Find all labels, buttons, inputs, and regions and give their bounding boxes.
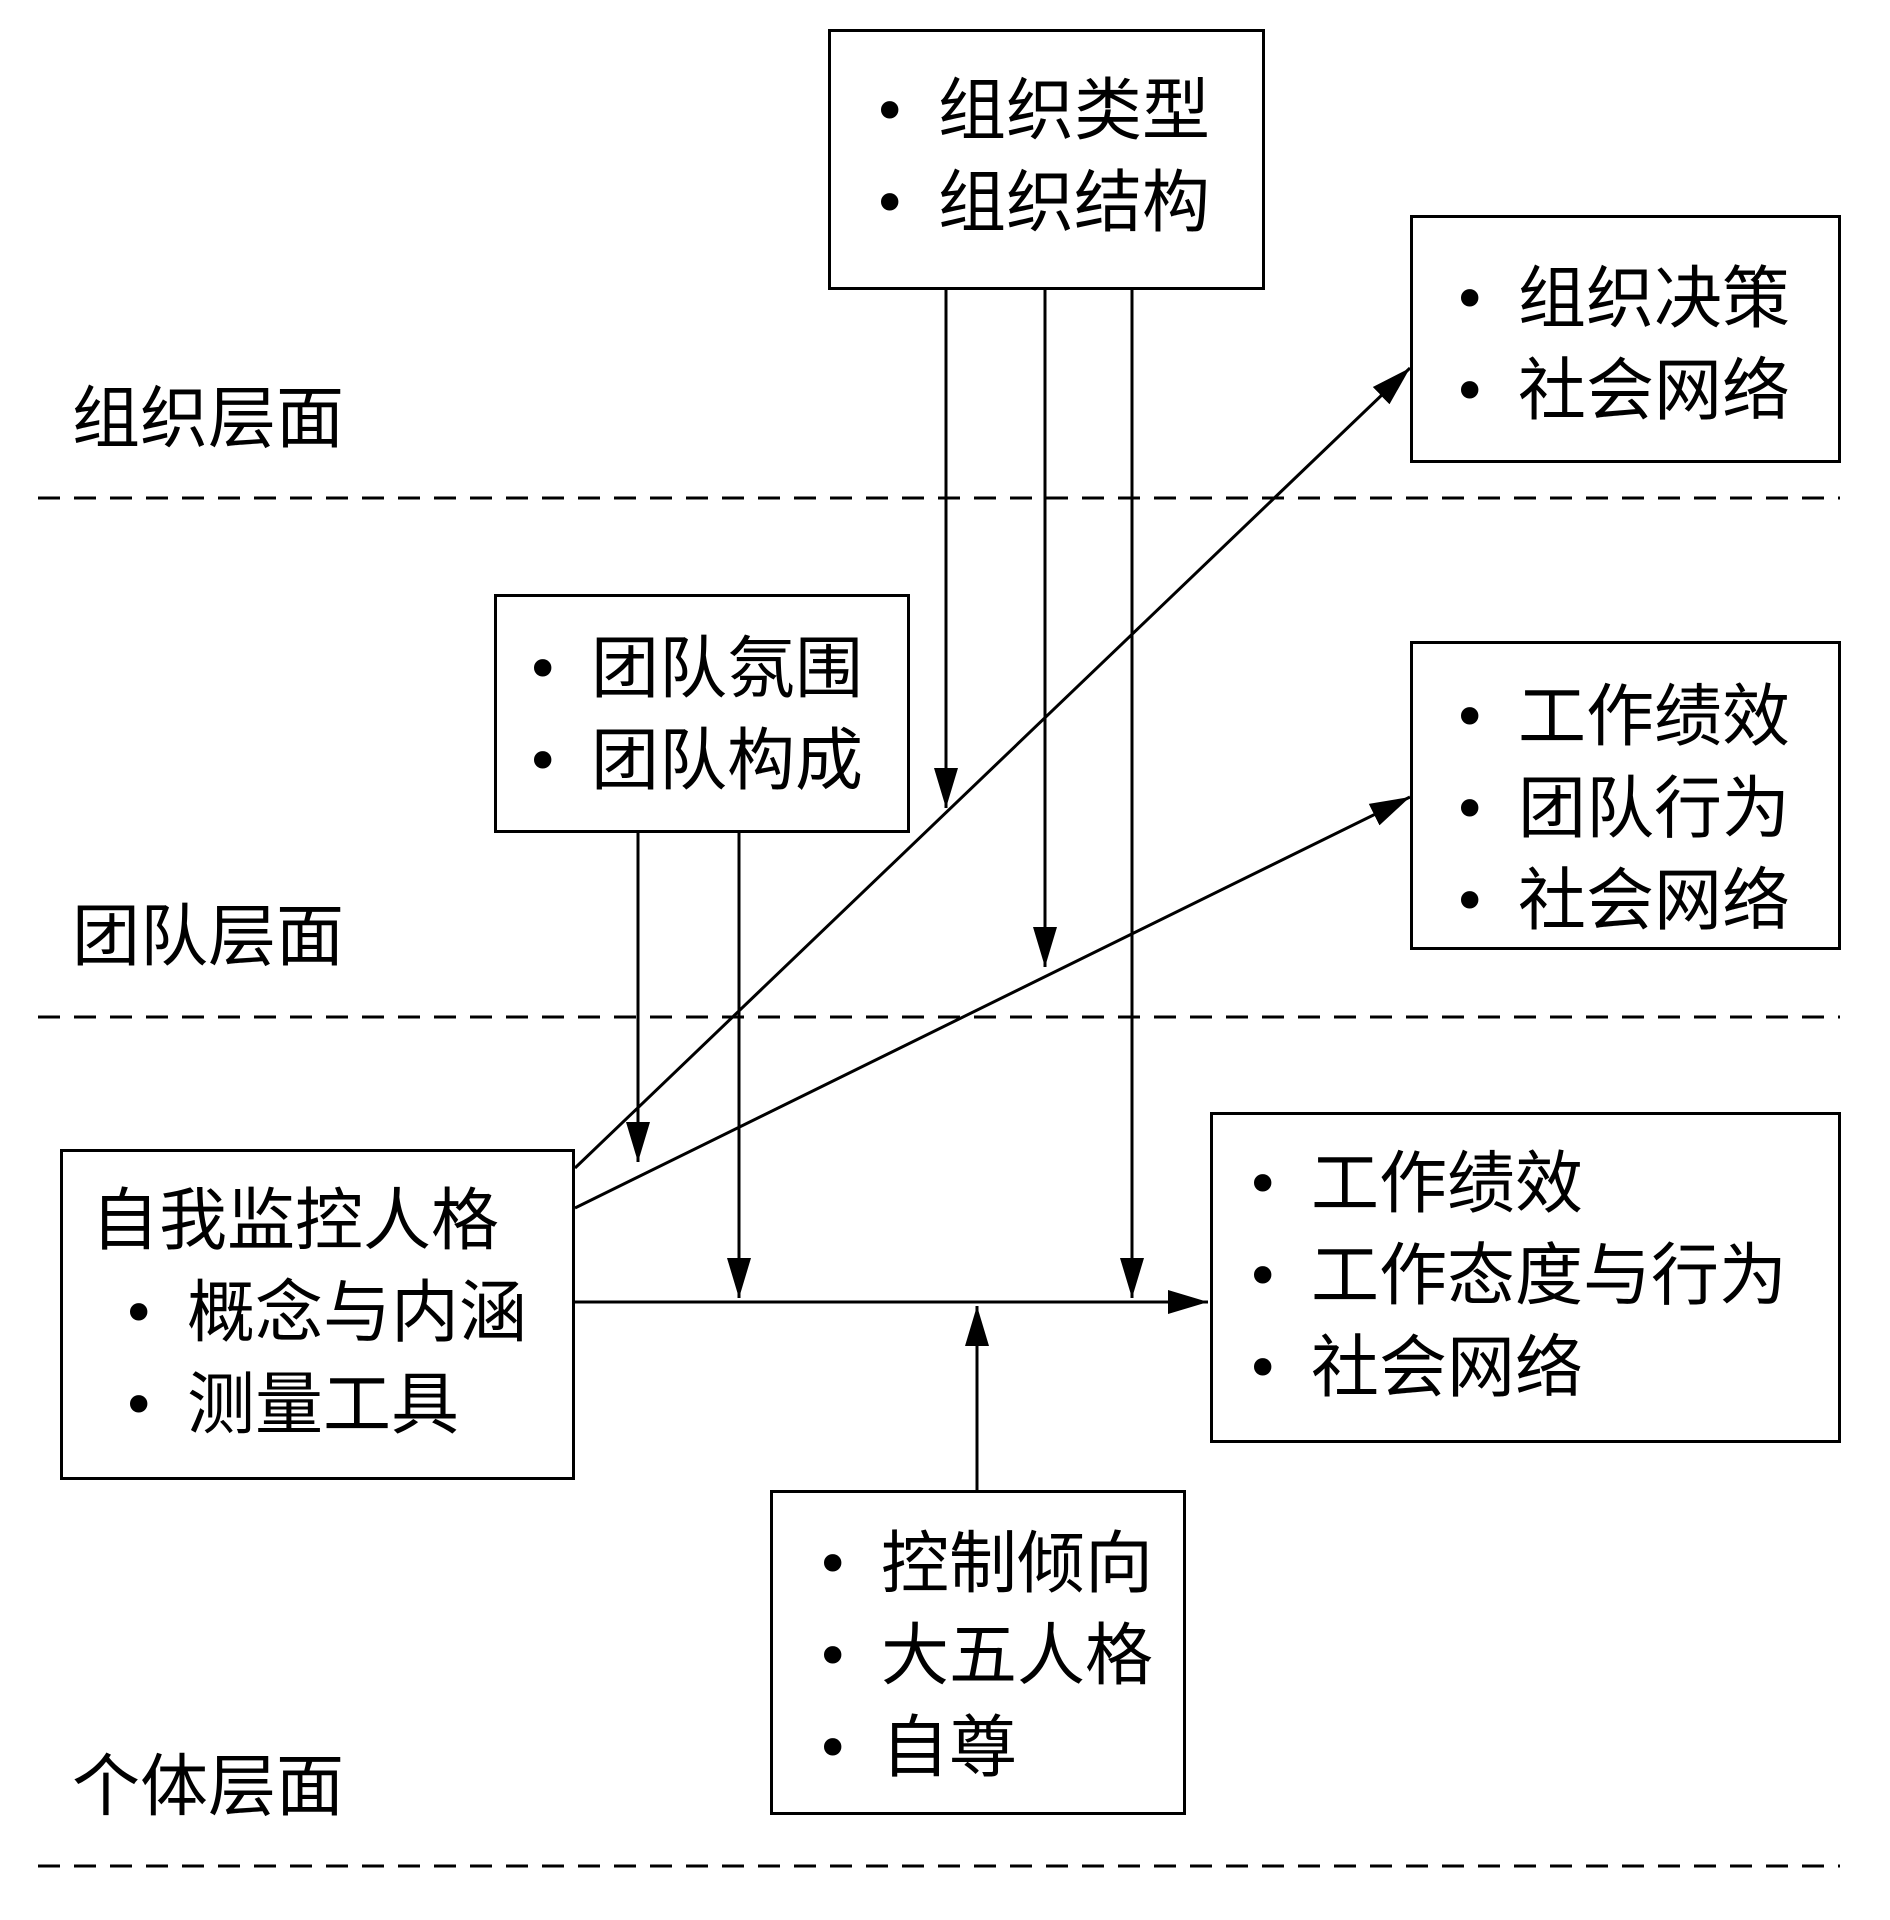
individual-outcomes-list: 工作绩效 工作态度与行为 社会网络: [1245, 1139, 1838, 1415]
box-org-outcomes: 组织决策 社会网络: [1410, 215, 1841, 463]
team-antecedents-list: 团队氛围 团队构成: [525, 624, 907, 808]
core-title: 自我监控人格: [91, 1182, 500, 1261]
box-org-antecedents: 组织类型 组织结构: [828, 29, 1265, 290]
team-outcomes-list: 工作绩效 团队行为 社会网络: [1452, 672, 1838, 948]
individual-moderators-list: 控制倾向 大五人格 自尊: [815, 1519, 1183, 1795]
list-item: 大五人格: [815, 1611, 1183, 1703]
box-individual-outcomes: 工作绩效 工作态度与行为 社会网络: [1210, 1112, 1841, 1443]
list-item: 组织类型: [872, 66, 1262, 158]
level-label-team: 团队层面: [72, 898, 345, 977]
list-item: 工作绩效: [1245, 1139, 1838, 1231]
list-item: 工作态度与行为: [1245, 1231, 1838, 1323]
arrow-core-to-org-outcomes: [573, 366, 1412, 1170]
level-label-organization: 组织层面: [72, 380, 345, 459]
arrow-core-to-team-outcomes: [574, 795, 1411, 1210]
list-item: 团队构成: [525, 716, 907, 808]
level-label-individual: 个体层面: [72, 1748, 345, 1827]
list-item: 团队行为: [1452, 764, 1838, 856]
box-team-outcomes: 工作绩效 团队行为 社会网络: [1410, 641, 1841, 950]
list-item: 组织决策: [1452, 254, 1838, 346]
box-individual-moderators: 控制倾向 大五人格 自尊: [770, 1490, 1186, 1815]
list-item: 社会网络: [1245, 1323, 1838, 1415]
list-item: 概念与内涵: [121, 1268, 572, 1360]
list-item: 工作绩效: [1452, 672, 1838, 764]
box-core-self-monitoring: 自我监控人格 概念与内涵 测量工具: [60, 1149, 575, 1480]
list-item: 社会网络: [1452, 346, 1838, 438]
list-item: 测量工具: [121, 1360, 572, 1452]
list-item: 自尊: [815, 1703, 1183, 1795]
list-item: 团队氛围: [525, 624, 907, 716]
list-item: 社会网络: [1452, 856, 1838, 948]
org-outcomes-list: 组织决策 社会网络: [1452, 254, 1838, 438]
core-items-list: 概念与内涵 测量工具: [91, 1268, 572, 1452]
org-antecedents-list: 组织类型 组织结构: [872, 66, 1262, 250]
list-item: 组织结构: [872, 158, 1262, 250]
box-team-antecedents: 团队氛围 团队构成: [494, 594, 910, 833]
list-item: 控制倾向: [815, 1519, 1183, 1611]
